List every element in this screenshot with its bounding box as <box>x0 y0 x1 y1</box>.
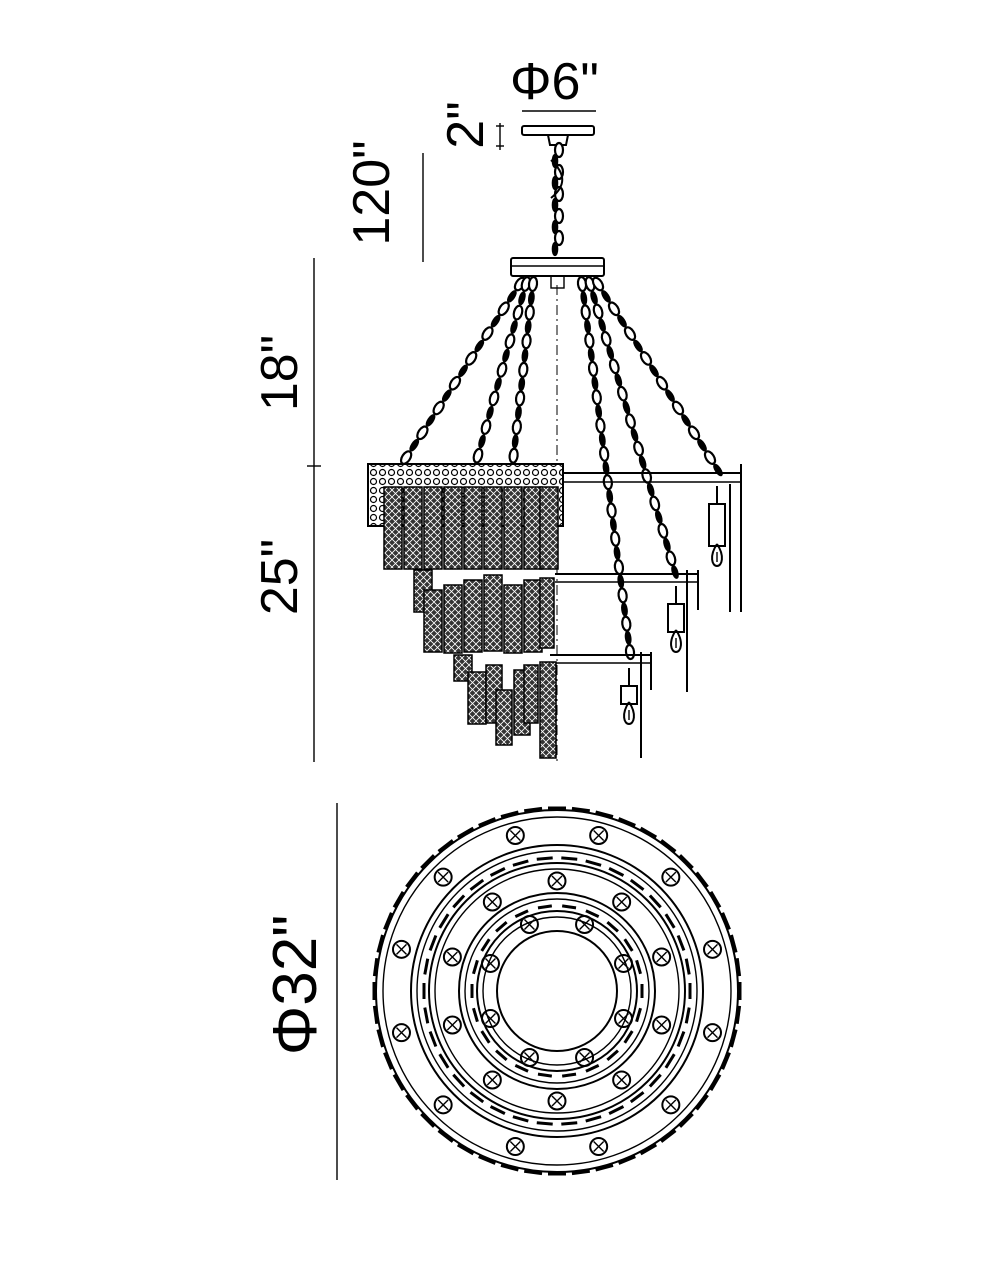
overall-diameter-label: Φ32" <box>261 914 330 1056</box>
suspension-height-label: 18" <box>251 334 309 412</box>
crystal-panels <box>367 463 564 759</box>
suspension-chains <box>393 275 723 661</box>
tier-arms <box>550 464 742 758</box>
candle-sockets <box>620 486 726 726</box>
canopy-diameter-label: Φ6" <box>510 53 599 111</box>
chain-length-label: 120" <box>343 140 401 246</box>
hanging-chain <box>550 141 565 257</box>
plan-view <box>372 806 742 1176</box>
crown-plate <box>510 257 605 289</box>
dimension-lines <box>307 110 596 1180</box>
canopy-height-label: 2" <box>437 101 495 149</box>
body-height-label: 25" <box>251 538 309 616</box>
